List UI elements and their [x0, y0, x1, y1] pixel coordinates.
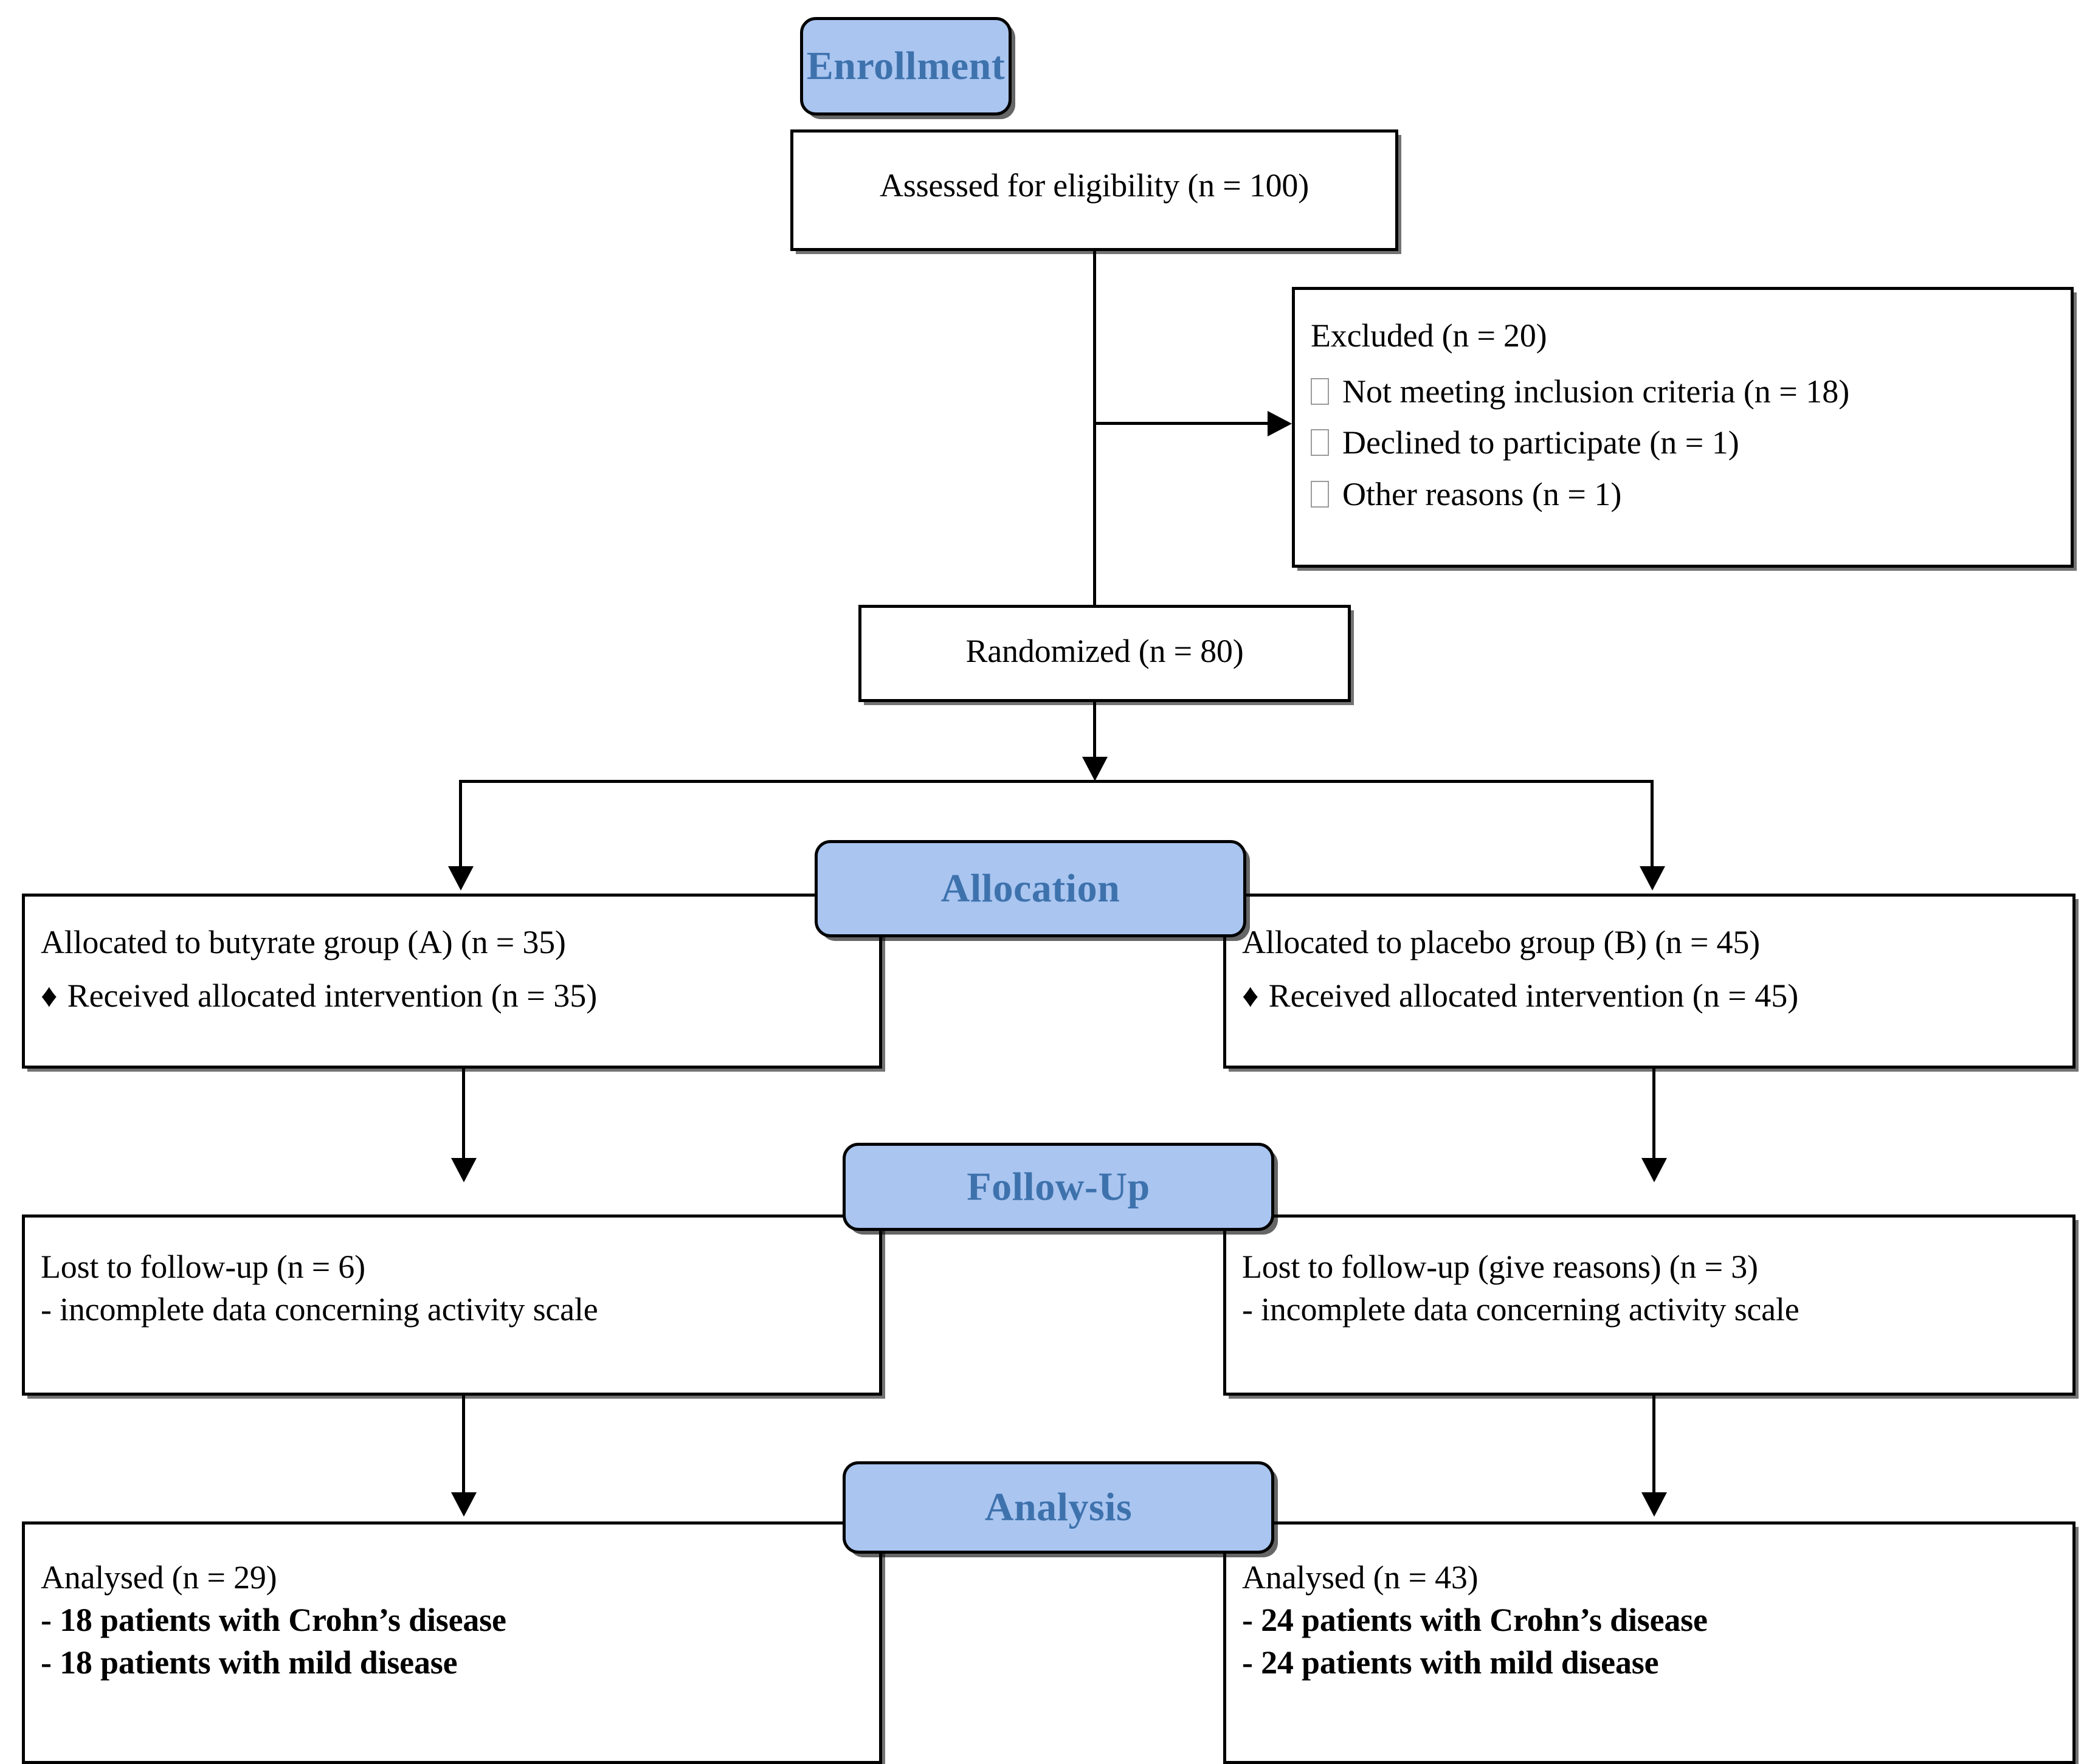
connector-assessed-to-randomized — [1093, 251, 1096, 605]
excluded-box: Excluded (n = 20) Not meeting inclusion … — [1292, 287, 2074, 568]
followup-left-box: Lost to follow-up (n = 6) - incomplete d… — [22, 1214, 882, 1396]
analysis-right-heading: Analysed (n = 43) — [1242, 1559, 1479, 1596]
empty-box-bullet-icon — [1311, 480, 1329, 508]
arrow-to-allocation-right — [1640, 866, 1665, 891]
followup-left-detail: - incomplete data concerning activity sc… — [41, 1291, 598, 1328]
arrow-to-excluded — [1268, 411, 1292, 436]
connector-randomized-down — [1093, 702, 1096, 775]
arrow-randomized-split — [1082, 757, 1108, 781]
connector-followup-right-to-analysis — [1652, 1396, 1655, 1499]
analysis-right-box: Analysed (n = 43) - 24 patients with Cro… — [1223, 1521, 2076, 1764]
excluded-reason-text: Not meeting inclusion criteria (n = 18) — [1342, 373, 1850, 410]
arrow-to-analysis-right — [1641, 1492, 1667, 1517]
allocation-left-bullet-item: ♦Received allocated intervention (n = 35… — [41, 974, 863, 1017]
connector-allocation-left-to-followup — [462, 1069, 465, 1163]
empty-box-bullet-icon — [1311, 429, 1329, 457]
assessed-for-eligibility-text: Assessed for eligibility (n = 100) — [879, 167, 1310, 204]
stage-badge-analysis: Analysis — [843, 1461, 1274, 1554]
followup-right-heading: Lost to follow-up (give reasons) (n = 3) — [1242, 1249, 1758, 1285]
stage-badge-enrollment-label: Enrollment — [806, 44, 1006, 88]
followup-left-heading: Lost to follow-up (n = 6) — [41, 1249, 365, 1285]
split-right-down — [1651, 780, 1654, 871]
connector-allocation-right-to-followup — [1652, 1069, 1655, 1163]
split-left-down — [459, 780, 462, 871]
stage-badge-allocation: Allocation — [815, 840, 1246, 937]
analysis-left-heading: Analysed (n = 29) — [41, 1559, 277, 1596]
stage-badge-analysis-label: Analysis — [984, 1485, 1133, 1529]
excluded-reason-text: Declined to participate (n = 1) — [1342, 424, 1739, 461]
analysis-right-line: - 24 patients with mild disease — [1242, 1644, 1659, 1681]
arrow-to-allocation-left — [448, 866, 474, 891]
allocation-left-box: Allocated to butyrate group (A) (n = 35)… — [22, 894, 882, 1069]
allocation-right-bullet-text: Received allocated intervention (n = 45) — [1268, 977, 1799, 1015]
followup-right-box: Lost to follow-up (give reasons) (n = 3)… — [1223, 1214, 2076, 1396]
randomized-box: Randomized (n = 80) — [858, 605, 1351, 702]
analysis-left-box: Analysed (n = 29) - 18 patients with Cro… — [22, 1521, 882, 1764]
analysis-right-line: - 24 patients with Crohn’s disease — [1242, 1602, 1708, 1639]
diamond-bullet-icon: ♦ — [1242, 977, 1259, 1015]
stage-badge-followup: Follow-Up — [843, 1143, 1274, 1231]
split-bar-allocation — [459, 780, 1654, 783]
assessed-for-eligibility-box: Assessed for eligibility (n = 100) — [790, 129, 1398, 251]
allocation-right-box: Allocated to placebo group (B) (n = 45) … — [1223, 894, 2076, 1069]
arrow-to-analysis-left — [451, 1492, 477, 1517]
excluded-reason-item: Declined to participate (n = 1) — [1311, 421, 2055, 464]
excluded-reason-text: Other reasons (n = 1) — [1342, 475, 1622, 512]
stage-badge-followup-label: Follow-Up — [967, 1164, 1150, 1209]
allocation-right-bullet-item: ♦Received allocated intervention (n = 45… — [1242, 974, 2057, 1017]
randomized-text: Randomized (n = 80) — [965, 633, 1244, 669]
empty-box-bullet-icon — [1311, 378, 1329, 405]
connector-followup-left-to-analysis — [462, 1396, 465, 1499]
excluded-reason-item: Other reasons (n = 1) — [1311, 473, 2055, 515]
allocation-left-heading: Allocated to butyrate group (A) (n = 35) — [41, 924, 566, 960]
analysis-left-line: - 18 patients with Crohn’s disease — [41, 1602, 506, 1639]
arrow-to-followup-right — [1641, 1158, 1667, 1182]
connector-assessed-to-excluded — [1093, 422, 1269, 425]
allocation-left-bullet-text: Received allocated intervention (n = 35) — [67, 977, 598, 1015]
followup-right-detail: - incomplete data concerning activity sc… — [1242, 1291, 1800, 1328]
allocation-right-heading: Allocated to placebo group (B) (n = 45) — [1242, 924, 1760, 960]
analysis-left-line: - 18 patients with mild disease — [41, 1644, 458, 1681]
diamond-bullet-icon: ♦ — [41, 977, 58, 1015]
stage-badge-enrollment: Enrollment — [800, 17, 1012, 115]
excluded-title: Excluded (n = 20) — [1311, 317, 1547, 354]
arrow-to-followup-left — [451, 1158, 477, 1182]
excluded-reason-item: Not meeting inclusion criteria (n = 18) — [1311, 370, 2055, 413]
stage-badge-allocation-label: Allocation — [940, 866, 1120, 911]
